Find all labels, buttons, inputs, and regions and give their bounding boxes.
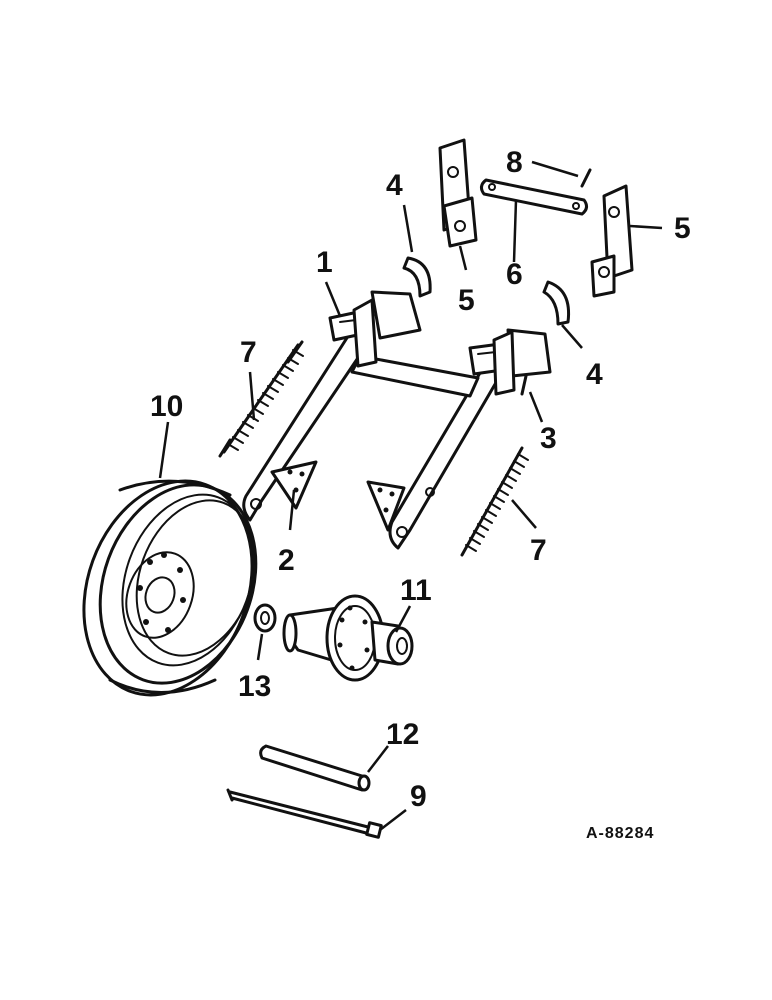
callout-4-upper: 4 [386, 169, 403, 202]
bearing-half-right [542, 280, 571, 326]
callout-10: 10 [150, 390, 183, 423]
callout-7-left: 7 [240, 336, 257, 369]
callout-5-right: 5 [674, 212, 691, 245]
wheel-rim [82, 479, 258, 697]
callout-12: 12 [386, 718, 419, 751]
callout-1: 1 [316, 246, 333, 279]
leader-lines [158, 160, 663, 831]
gusset-plate-right [366, 480, 406, 532]
callout-9: 9 [410, 780, 427, 813]
spring-right [460, 446, 529, 557]
callout-7-right: 7 [530, 534, 547, 567]
callout-5-center: 5 [458, 284, 475, 317]
callout-labels: 1 2 3 4 4 5 5 6 7 7 8 9 10 11 12 13 [150, 146, 691, 813]
callout-2: 2 [278, 544, 295, 577]
gusset-plate-left [270, 460, 318, 510]
mounting-plate-right [590, 184, 634, 298]
link-bar [479, 178, 589, 216]
callout-3: 3 [540, 422, 557, 455]
washer [253, 603, 277, 633]
callout-13: 13 [238, 670, 271, 703]
callout-8: 8 [506, 146, 523, 179]
bolt [580, 168, 592, 188]
callout-4-lower: 4 [586, 358, 603, 391]
pin [520, 374, 528, 396]
mounting-plate-left [438, 138, 478, 248]
tube [259, 744, 371, 792]
hub-spindle [282, 594, 414, 682]
drawing-code: A-88284 [586, 825, 654, 842]
bearing-half-left [402, 256, 432, 298]
callout-6: 6 [506, 258, 523, 291]
long-bolt [226, 788, 383, 839]
callout-11: 11 [400, 574, 432, 607]
spring-left [218, 340, 304, 458]
wheel-hub-disc [125, 551, 195, 639]
